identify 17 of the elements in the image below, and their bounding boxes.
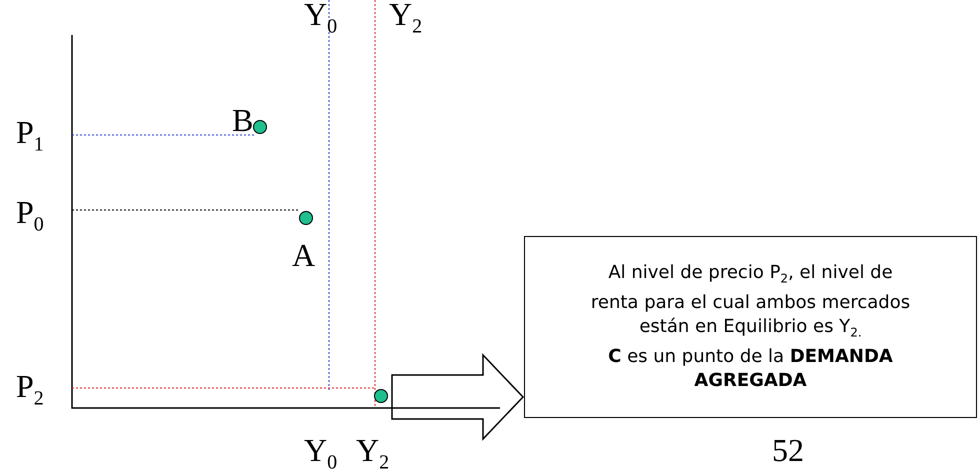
point-label: B: [232, 102, 254, 138]
data-point: [299, 211, 313, 225]
axis-label: Y$_{2}$: [389, 0, 422, 40]
page-number: 52: [772, 432, 804, 468]
point-label: A: [292, 237, 316, 273]
axis-label: Y$_{0}$: [304, 432, 338, 475]
box-text: Al nivel de precio P$_{2}$, el nivel de renta para el cual ambos mercados están en Equilibrio es Y$_{2.}$: [590, 261, 912, 342]
data-point: [374, 389, 388, 403]
text-box: [524, 236, 977, 418]
axis-label: P$_{2}$: [16, 368, 44, 412]
axis-label: Y$_{0}$: [304, 0, 338, 40]
axis-label: Y$_{2}$: [356, 432, 390, 475]
data-point: [253, 120, 267, 134]
axis-label: P$_{1}$: [16, 114, 44, 158]
axis-label: P$_{0}$: [16, 194, 44, 238]
box-text: C es un punto de la DEMANDA AGREGADA: [607, 344, 894, 393]
block-arrow: [391, 353, 524, 441]
